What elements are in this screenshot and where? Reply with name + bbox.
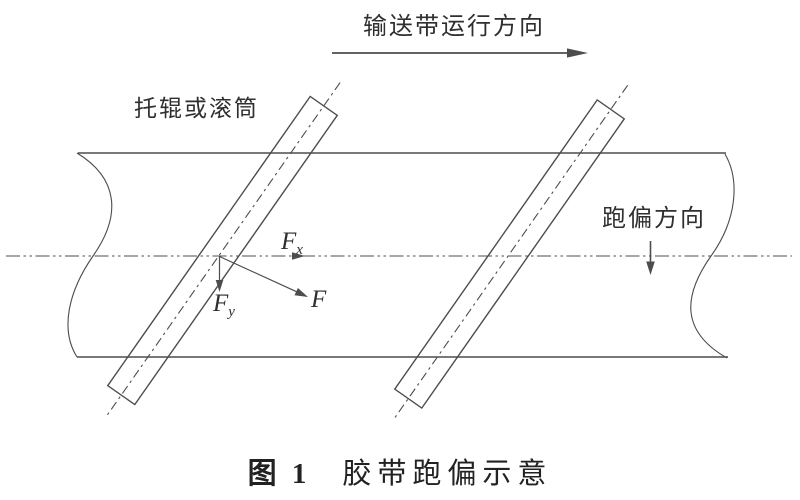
fx-symbol: F <box>281 228 297 255</box>
belt-run-direction-arrowhead-icon <box>567 48 588 58</box>
roller-1 <box>105 82 341 418</box>
fy-subscript: y <box>228 304 235 320</box>
belt-run-direction-label: 输送带运行方向 <box>363 14 545 40</box>
roller-label: 托辊或滚筒 <box>134 96 259 121</box>
f-symbol: F <box>311 286 327 313</box>
figure-caption-text: 胶带跑偏示意 <box>342 458 553 490</box>
fy-label: Fy <box>213 290 235 320</box>
fy-arrowhead-icon <box>215 280 224 292</box>
f-label: F <box>311 287 326 312</box>
deviation-direction-label: 跑偏方向 <box>602 206 706 232</box>
roller-1-centerline <box>105 82 341 418</box>
deviation-direction-arrowhead-icon <box>646 261 655 275</box>
fx-subscript: x <box>296 242 303 258</box>
roller-2-body <box>393 98 626 410</box>
figure-caption-number: 图 1 <box>247 458 311 490</box>
f-arrow-shaft <box>219 255 297 293</box>
fx-label: Fx <box>281 228 303 258</box>
roller-2 <box>392 84 629 421</box>
belt-left-break-edge <box>67 152 113 358</box>
f-arrowhead-icon <box>294 288 308 297</box>
roller-1-body <box>106 95 339 406</box>
fy-symbol: F <box>213 290 229 317</box>
belt-right-break-edge <box>690 153 735 359</box>
figure-caption: 图 1 胶带跑偏示意 <box>0 450 800 492</box>
roller-2-centerline <box>392 84 629 421</box>
fx-arrowhead-icon <box>292 252 305 260</box>
